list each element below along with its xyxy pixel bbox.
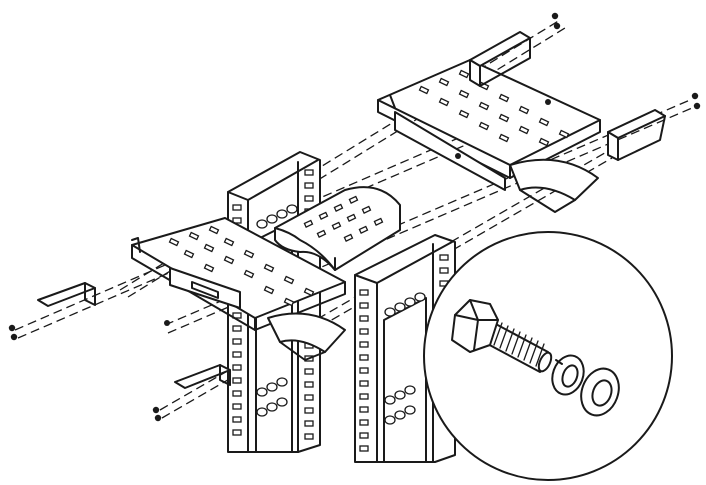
detail-callout: [423, 231, 673, 481]
hex-bolt: [451, 299, 553, 373]
tray-holes-front: [168, 225, 315, 307]
screw: [154, 414, 162, 422]
waterfall-radius: [274, 186, 401, 271]
screw: [551, 12, 559, 20]
mounting-holes-left: [232, 169, 314, 440]
washer: [551, 354, 585, 396]
cable-tray-rear: [377, 59, 601, 213]
screw: [10, 333, 18, 341]
screw: [152, 406, 160, 414]
mounting-bracket-rear-top: [469, 31, 531, 87]
rack-upright-right: [354, 234, 456, 463]
washer: [580, 367, 620, 417]
screws: [8, 12, 701, 422]
screw: [553, 22, 561, 30]
screw: [164, 320, 170, 326]
screw: [455, 153, 461, 159]
tray-holes-rear: [418, 69, 570, 147]
oval-holes-right: [384, 292, 426, 425]
screw: [545, 99, 551, 105]
screw: [693, 102, 701, 110]
screw: [8, 324, 16, 332]
cable-tray-front: [131, 217, 346, 361]
mounting-bracket-front-left: [37, 282, 96, 307]
mounting-holes-right: [359, 254, 449, 452]
screw: [691, 92, 699, 100]
mounting-bracket-front-bottom: [174, 364, 231, 389]
radius-holes: [303, 195, 384, 242]
mounting-bracket-rear-right: [607, 109, 666, 161]
oval-holes-left: [256, 204, 298, 417]
